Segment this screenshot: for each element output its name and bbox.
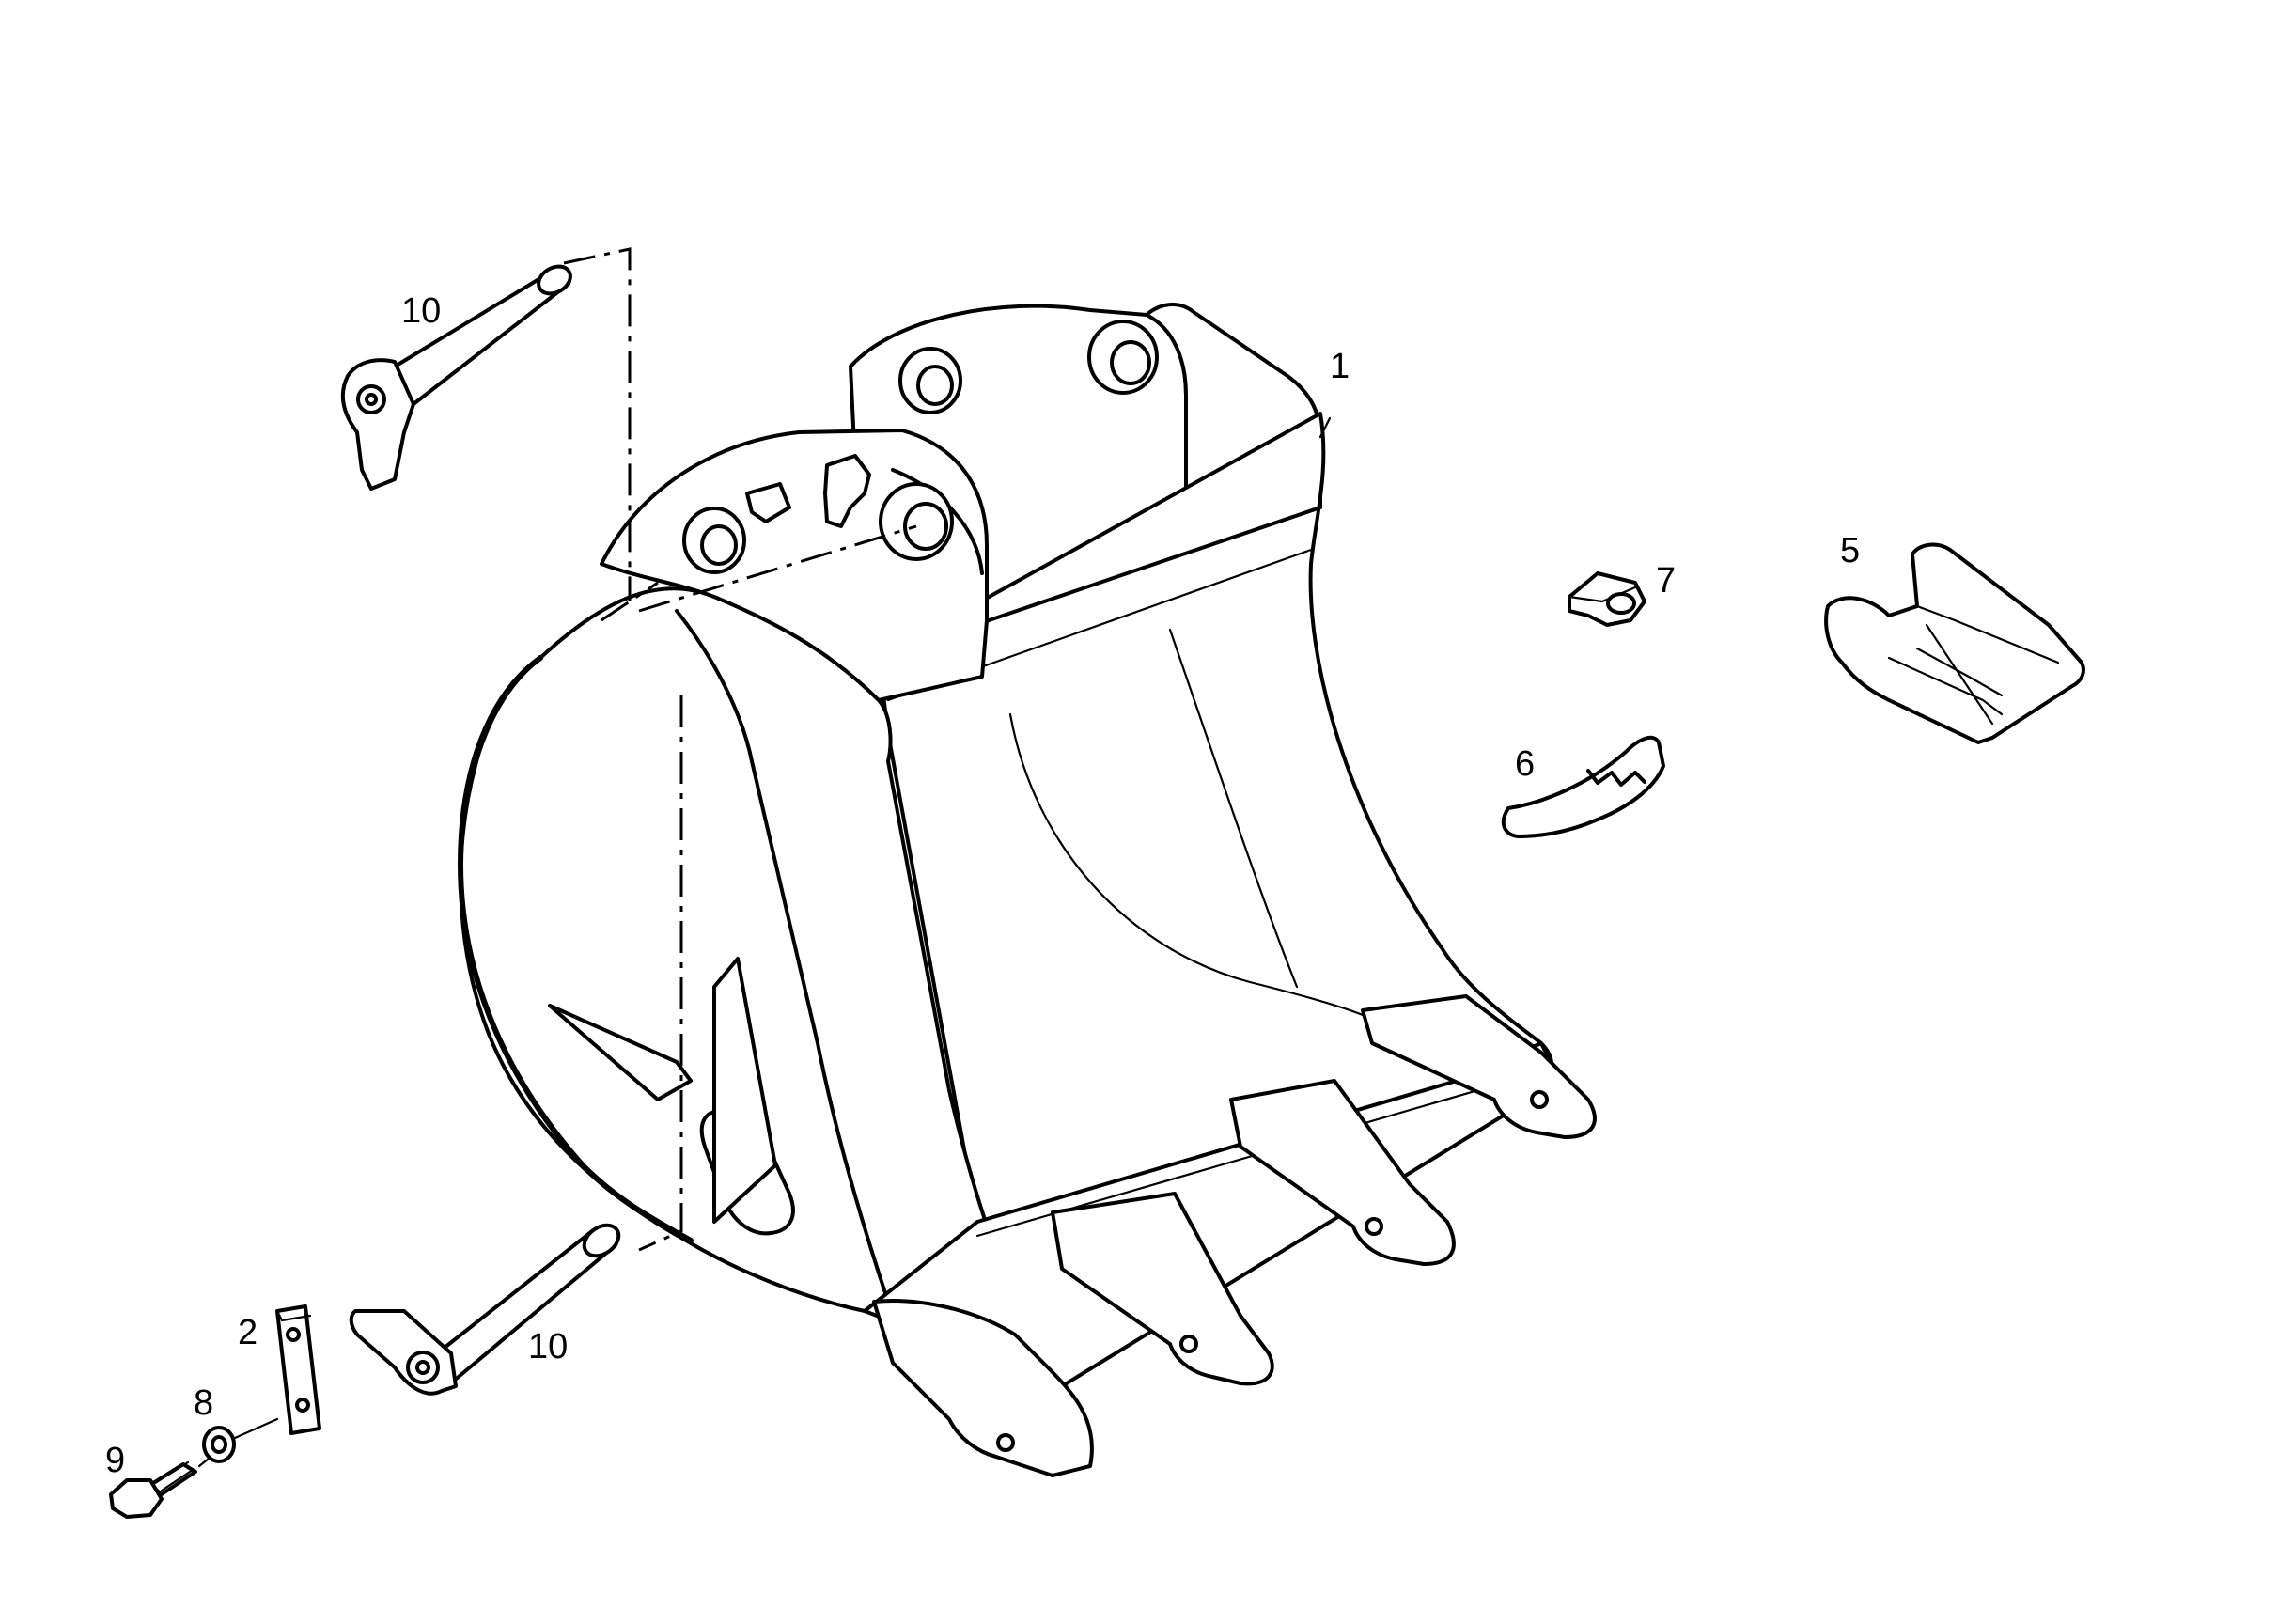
- pin-bottom: [349, 1223, 621, 1396]
- pin-top: [340, 264, 572, 491]
- tooth-adapter-1: [872, 1299, 1094, 1477]
- rear-bushing-right-inner: [1110, 340, 1151, 385]
- tooth-adapter-4: [1361, 994, 1597, 1139]
- side-cutter: [1501, 735, 1665, 838]
- bucket-outer-curve: [458, 655, 694, 1243]
- callout-7: 7: [1656, 561, 1676, 601]
- tooth-adapter-2: [1051, 1192, 1274, 1386]
- bushing-right-inner: [903, 502, 948, 551]
- assembly-centerlines: [563, 247, 917, 1252]
- leader-lines: [1318, 416, 1332, 439]
- callout-5: 5: [1840, 531, 1860, 570]
- callout-1: 1: [1330, 347, 1350, 386]
- front-ear-inner: [891, 468, 984, 575]
- bushing-left-inner: [700, 524, 738, 566]
- bucket-tooth: [1824, 542, 2085, 744]
- tooth-adapter-3: [1229, 1079, 1456, 1266]
- lock-plate: [275, 1304, 321, 1435]
- side-gusset: [548, 1004, 693, 1101]
- lift-hook-right: [823, 454, 871, 528]
- bucket-body: [458, 303, 1597, 1477]
- callout-8: 8: [194, 1383, 213, 1423]
- lower-lug-plate: [712, 957, 777, 1224]
- callout-9: 9: [105, 1441, 125, 1480]
- bolt: [109, 1457, 211, 1519]
- bucket-side-edge: [1168, 628, 1299, 989]
- callout-6: 6: [1515, 744, 1535, 784]
- callout-10-top: 10: [401, 291, 441, 331]
- retainer: [1568, 571, 1646, 627]
- callout-10-bottom: 10: [528, 1327, 568, 1366]
- callout-2: 2: [238, 1313, 257, 1352]
- bucket-floor-curve: [1008, 712, 1365, 1017]
- rear-bushing-left-inner: [916, 365, 954, 406]
- lift-hook-left: [745, 482, 791, 523]
- front-plate-ridge: [675, 609, 890, 1304]
- washer: [202, 1417, 279, 1463]
